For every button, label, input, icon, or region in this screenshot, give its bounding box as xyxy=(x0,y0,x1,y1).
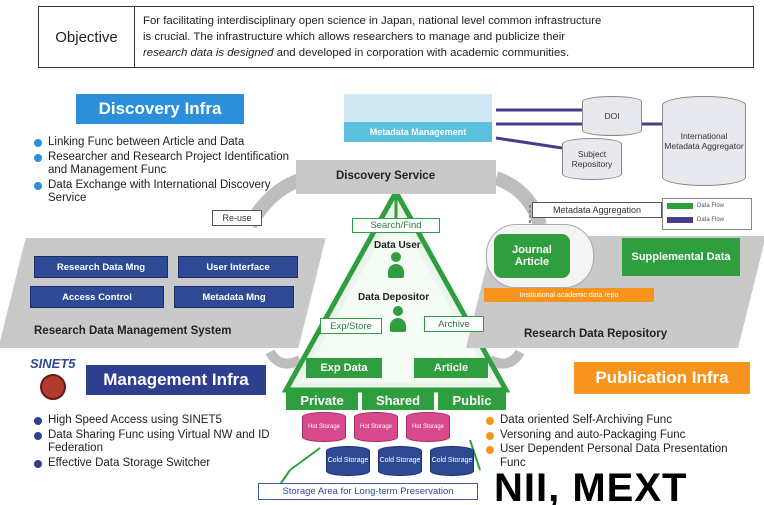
legend-row: Data Flow xyxy=(663,213,751,227)
objective-line-3: research data is designed and developed … xyxy=(143,45,745,61)
publication-bullet: Data oriented Self-Archiving Func xyxy=(486,414,746,428)
publication-infra-label: Publication Infra xyxy=(574,362,750,394)
discovery-bullets: Linking Func between Article and Data Re… xyxy=(34,136,304,207)
cold-storage-cylinder: Cold Storage xyxy=(430,446,474,476)
legend-label: Data Flow xyxy=(697,217,725,223)
objective-line-1: For facilitating interdisciplinary open … xyxy=(143,15,602,27)
management-infra-label: Management Infra xyxy=(86,365,266,395)
legend-label: Data Flow xyxy=(697,203,725,209)
discovery-bullet: Researcher and Research Project Identifi… xyxy=(34,151,304,178)
repository-title: Research Data Repository xyxy=(524,328,668,340)
cycle-arrow-right xyxy=(493,171,547,228)
zone-shared: Shared xyxy=(362,390,434,410)
sinet-logo: SINET5 xyxy=(30,356,76,371)
rdm-box-metadata-mng: Metadata Mng xyxy=(174,286,294,308)
management-bullet: High Speed Access using SINET5 xyxy=(34,414,274,428)
metadata-aggregation-box: Metadata Aggregation xyxy=(532,202,662,218)
sinet-seal-icon xyxy=(40,374,66,400)
supplemental-data-box: Supplemental Data xyxy=(622,238,740,276)
brand-label: NII, MEXT xyxy=(494,466,688,505)
publication-bullets: Data oriented Self-Archiving Func Verson… xyxy=(486,414,746,471)
discovery-bullet: Data Exchange with International Discove… xyxy=(34,179,304,206)
legend-row: Data Flow xyxy=(663,199,751,213)
long-term-storage-label: Storage Area for Long-term Preservation xyxy=(258,483,478,500)
storage-link-3 xyxy=(469,439,481,471)
article-box: Article xyxy=(414,358,488,378)
subject-repository-cylinder: Subject Repository xyxy=(562,138,622,180)
discovery-bullet: Linking Func between Article and Data xyxy=(34,136,304,150)
publication-bullet: Versoning and auto-Packaging Func xyxy=(486,429,746,443)
discovery-service-platform xyxy=(296,160,496,194)
storage-link-1 xyxy=(289,447,321,471)
exp-store-box: Exp/Store xyxy=(320,318,382,334)
metadata-icons-area xyxy=(344,94,492,122)
objective-line-3-rest: and developed in corporation with academ… xyxy=(273,47,570,59)
institutional-repo-strip: Institutional academic data repo xyxy=(484,288,654,302)
cold-storage-cylinder: Cold Storage xyxy=(326,446,370,476)
international-aggregator-cylinder: International Metadata Aggregator xyxy=(662,96,746,186)
rdm-box-user-interface: User Interface xyxy=(178,256,298,278)
rdm-box-research-data-mng: Research Data Mng xyxy=(34,256,168,278)
data-depositor-label: Data Depositor xyxy=(358,292,430,303)
objective-label: Objective xyxy=(39,7,135,67)
objective-box: Objective For facilitating interdiscipli… xyxy=(38,6,754,68)
cold-storage-cylinder: Cold Storage xyxy=(378,446,422,476)
management-bullets: High Speed Access using SINET5 Data Shar… xyxy=(34,414,274,471)
doi-cylinder: DOI xyxy=(582,96,642,136)
zone-private: Private xyxy=(286,390,358,410)
discovery-service-label: Discovery Service xyxy=(336,170,436,182)
objective-line-2: is crucial. The infrastructure which all… xyxy=(143,31,566,43)
archive-box: Archive xyxy=(424,316,484,332)
person-head xyxy=(391,252,401,262)
rdm-title: Research Data Management System xyxy=(34,325,232,337)
zone-public: Public xyxy=(438,390,506,410)
discovery-infra-label: Discovery Infra xyxy=(76,94,244,124)
data-user-icon xyxy=(388,252,404,280)
person-body xyxy=(388,264,404,278)
flow-legend: Data Flow Data Flow xyxy=(662,198,752,230)
legend-swatch xyxy=(667,217,693,223)
hot-storage-cylinder: Hot Storage xyxy=(406,412,450,442)
data-user-label: Data User xyxy=(374,240,421,251)
person-head xyxy=(393,306,403,316)
rdm-box-access-control: Access Control xyxy=(30,286,164,308)
objective-text: For facilitating interdisciplinary open … xyxy=(135,7,753,67)
hot-storage-cylinder: Hot Storage xyxy=(302,412,346,442)
exp-data-box: Exp Data xyxy=(306,358,382,378)
reuse-box: Re-use xyxy=(212,210,262,226)
management-bullet: Data Sharing Func using Virtual NW and I… xyxy=(34,429,274,456)
management-bullet: Effective Data Storage Switcher xyxy=(34,457,274,471)
cycle-arrow-bottom-left xyxy=(265,349,303,369)
objective-emphasis: research data is designed xyxy=(143,47,274,59)
arrow-subject xyxy=(495,136,563,150)
hot-storage-cylinder: Hot Storage xyxy=(354,412,398,442)
cycle-arrow-bottom-right xyxy=(487,349,525,369)
metadata-management-box: Metadata Management xyxy=(344,122,492,142)
publication-bullet: User Dependent Personal Data Presentatio… xyxy=(486,443,746,470)
data-depositor-icon xyxy=(390,306,406,334)
person-body xyxy=(390,318,406,332)
journal-article-box: Journal Article xyxy=(494,234,570,278)
triangle-inner xyxy=(300,212,492,382)
legend-swatch xyxy=(667,203,693,209)
search-find-box: Search/Find xyxy=(352,218,440,233)
